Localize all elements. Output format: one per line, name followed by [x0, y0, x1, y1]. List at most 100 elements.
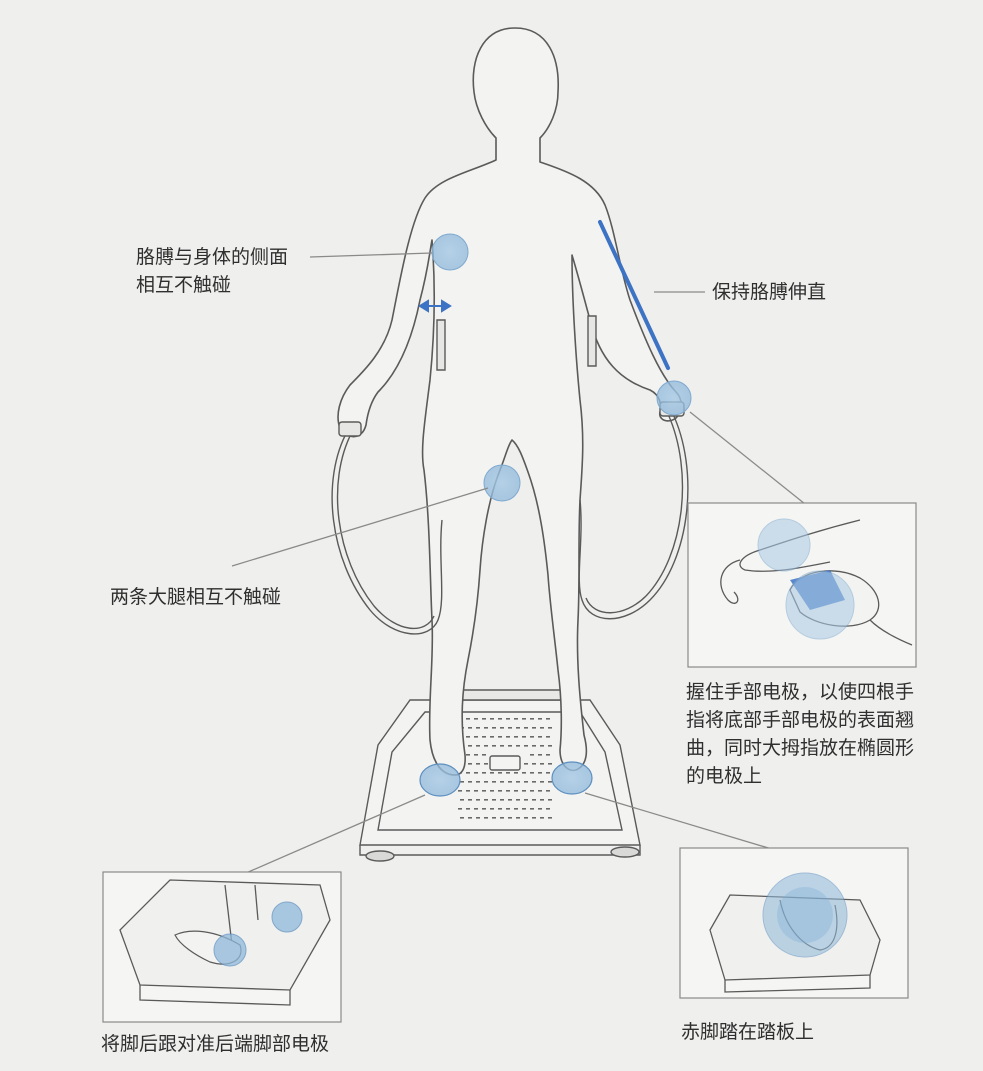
grip-dot: [506, 772, 510, 774]
grip-dot: [458, 808, 462, 810]
label-barefoot: 赤脚踏在踏板上: [681, 1021, 815, 1043]
grip-dot: [466, 808, 470, 810]
grip-dot: [538, 736, 542, 738]
grip-dot: [546, 718, 550, 720]
label-arms-apart-line2: 相互不触碰: [136, 274, 232, 296]
grip-dot: [538, 772, 542, 774]
label-arms-apart-line1: 胳膊与身体的侧面: [136, 246, 289, 268]
label-thighs-apart: 两条大腿相互不触碰: [110, 586, 282, 608]
grip-dot: [514, 808, 518, 810]
label-hand-grip-line3: 曲，同时大拇指放在椭圆形: [686, 737, 915, 759]
grip-dot: [474, 754, 478, 756]
grip-dot: [500, 727, 504, 729]
grip-dot: [540, 763, 544, 765]
grip-dot: [492, 799, 496, 801]
grip-dot: [514, 772, 518, 774]
grip-dot: [468, 727, 472, 729]
grip-dot: [492, 745, 496, 747]
grip-dot: [476, 817, 480, 819]
grip-dot: [484, 799, 488, 801]
grip-dot: [540, 817, 544, 819]
grip-dot: [530, 736, 534, 738]
grip-dot: [500, 781, 504, 783]
grip-dot: [468, 763, 472, 765]
grip-dot: [524, 799, 528, 801]
grip-dot: [508, 817, 512, 819]
grip-dot: [530, 808, 534, 810]
arm-gap-arrow: [418, 299, 452, 313]
grip-dot: [516, 817, 520, 819]
grip-dot: [540, 781, 544, 783]
grip-dot: [490, 736, 494, 738]
grip-dot: [490, 808, 494, 810]
grip-dot: [548, 817, 552, 819]
grip-dot: [484, 763, 488, 765]
grip-dot: [546, 736, 550, 738]
grip-dot: [466, 772, 470, 774]
grip-dot: [524, 817, 528, 819]
grip-dot: [532, 727, 536, 729]
grip-dot: [474, 718, 478, 720]
grip-dot: [490, 772, 494, 774]
grip-dot: [514, 790, 518, 792]
grip-dot: [484, 781, 488, 783]
grip-dot: [466, 736, 470, 738]
grip-dot: [548, 763, 552, 765]
grip-dot: [500, 799, 504, 801]
grip-dot: [482, 718, 486, 720]
grip-dot: [458, 790, 462, 792]
grip-dot: [460, 817, 464, 819]
grip-dot: [546, 808, 550, 810]
grip-dot: [492, 817, 496, 819]
grip-dot: [476, 763, 480, 765]
grip-dot: [482, 790, 486, 792]
grip-dot: [508, 799, 512, 801]
grip-dot: [538, 808, 542, 810]
grip-dot: [538, 790, 542, 792]
grip-dot: [546, 754, 550, 756]
grip-dot: [492, 781, 496, 783]
grip-dot: [474, 772, 478, 774]
grip-dot: [522, 808, 526, 810]
grip-dot: [484, 817, 488, 819]
grip-dot: [466, 790, 470, 792]
grip-dot: [530, 718, 534, 720]
grip-dot: [548, 781, 552, 783]
grip-dot: [474, 790, 478, 792]
grip-dot: [514, 718, 518, 720]
grip-dot: [540, 799, 544, 801]
highlight-markers: [419, 233, 692, 797]
grip-dot: [546, 790, 550, 792]
grip-dot: [530, 772, 534, 774]
grip-dot: [474, 808, 478, 810]
grip-dot: [530, 754, 534, 756]
grip-dot: [532, 799, 536, 801]
grip-dot: [474, 736, 478, 738]
grip-dot: [476, 727, 480, 729]
grip-dot: [548, 799, 552, 801]
grip-dot: [516, 799, 520, 801]
inset-barefoot: [679, 847, 909, 999]
label-hand-grip-line2: 指将底部手部电极的表面翘: [686, 709, 915, 731]
grip-dot: [506, 808, 510, 810]
grip-dot: [538, 754, 542, 756]
label-hand-grip-line4: 的电极上: [686, 765, 763, 787]
grip-dot: [468, 781, 472, 783]
grip-dot: [548, 727, 552, 729]
grip-dot: [498, 808, 502, 810]
grip-dot: [482, 808, 486, 810]
grip-dot: [532, 781, 536, 783]
grip-dot: [516, 781, 520, 783]
label-heel-align: 将脚后跟对准后端脚部电极: [101, 1033, 330, 1055]
grip-dot: [532, 817, 536, 819]
grip-dot: [522, 718, 526, 720]
grip-dot: [492, 727, 496, 729]
grip-dot: [500, 745, 504, 747]
grip-dot: [476, 799, 480, 801]
grip-dot: [540, 745, 544, 747]
grip-dot: [540, 727, 544, 729]
grip-dot: [516, 727, 520, 729]
grip-dot: [482, 754, 486, 756]
